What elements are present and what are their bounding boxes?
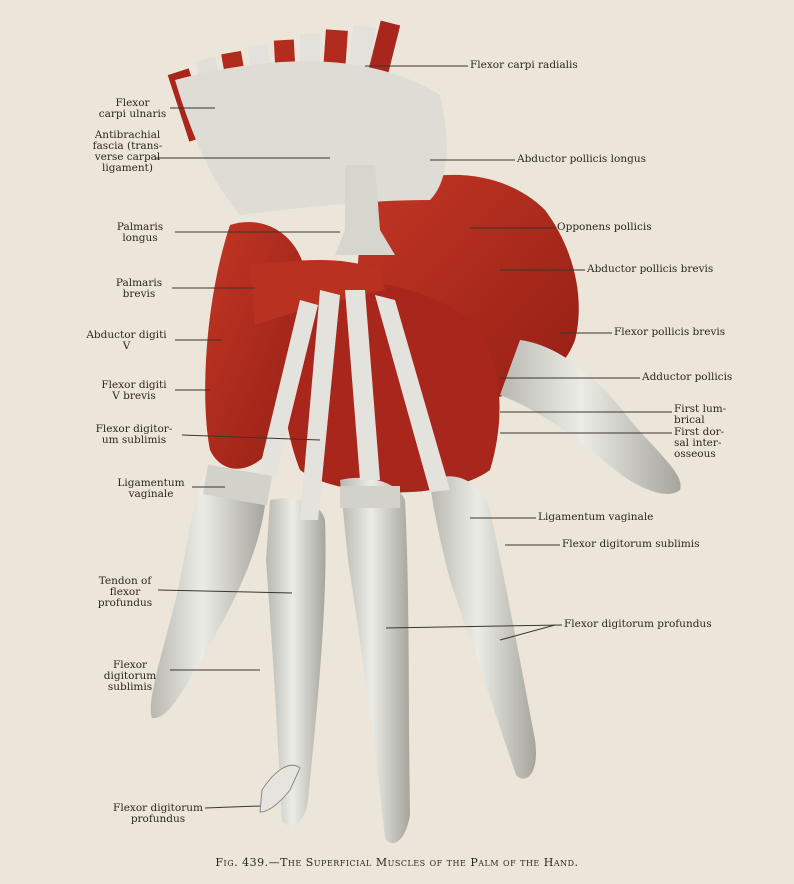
label-adductor-pollicis: Adductor pollicis	[642, 371, 733, 383]
label-ligamentum-vaginale-left: Ligamentum vaginale	[117, 477, 185, 500]
label-first-dorsal-interosseous: First dor- sal inter- osseous	[674, 426, 725, 460]
label-abductor-pollicis-brevis: Abductor pollicis brevis	[587, 263, 714, 275]
label-flexor-carpi-ulnaris: Flexor carpi ulnaris	[98, 97, 167, 120]
fingers	[150, 290, 536, 844]
palmaris-brevis	[250, 260, 385, 325]
label-palmaris-longus: Palmaris longus	[116, 221, 164, 244]
label-flexor-carpi-radialis: Flexor carpi radialis	[470, 59, 578, 71]
leader-lines	[155, 65, 672, 809]
carpal-ligament	[175, 61, 447, 215]
thumb	[500, 340, 681, 494]
label-flexor-digitorum-sublimis-lower: Flexor digitorum sublimis	[103, 659, 157, 693]
label-flexor-digitorum-sublimis-left: Flexor digitor- um sublimis	[95, 423, 173, 446]
label-ligamentum-vaginale-right: Ligamentum vaginale	[538, 511, 654, 523]
label-opponens-pollicis: Opponens pollicis	[557, 221, 652, 233]
label-flexor-digitorum-sublimis-right: Flexor digitorum sublimis	[562, 538, 700, 550]
label-flexor-digitorum-profundus-right: Flexor digitorum profundus	[564, 618, 712, 630]
label-abductor-pollicis-longus: Abductor pollicis longus	[517, 153, 646, 165]
label-first-lumbrical: First lum- brical	[674, 403, 727, 426]
label-flexor-digiti-v-brevis: Flexor digiti V brevis	[101, 379, 167, 402]
label-flexor-pollicis-brevis: Flexor pollicis brevis	[614, 326, 726, 338]
label-antibrachial-fascia: Antibrachial fascia (trans- verse carpal…	[92, 129, 163, 174]
label-flexor-digitorum-profundus-bottom: Flexor digitorum profundus	[113, 802, 203, 825]
label-tendon-of-flexor-profundus: Tendon of flexor profundus	[97, 575, 153, 609]
figure-caption: Fig. 439.—The Superficial Muscles of the…	[215, 856, 579, 869]
label-abductor-digiti-v: Abductor digiti V	[86, 329, 167, 352]
label-palmaris-brevis: Palmaris brevis	[115, 277, 163, 300]
palmaris-longus-tendon	[335, 165, 395, 255]
